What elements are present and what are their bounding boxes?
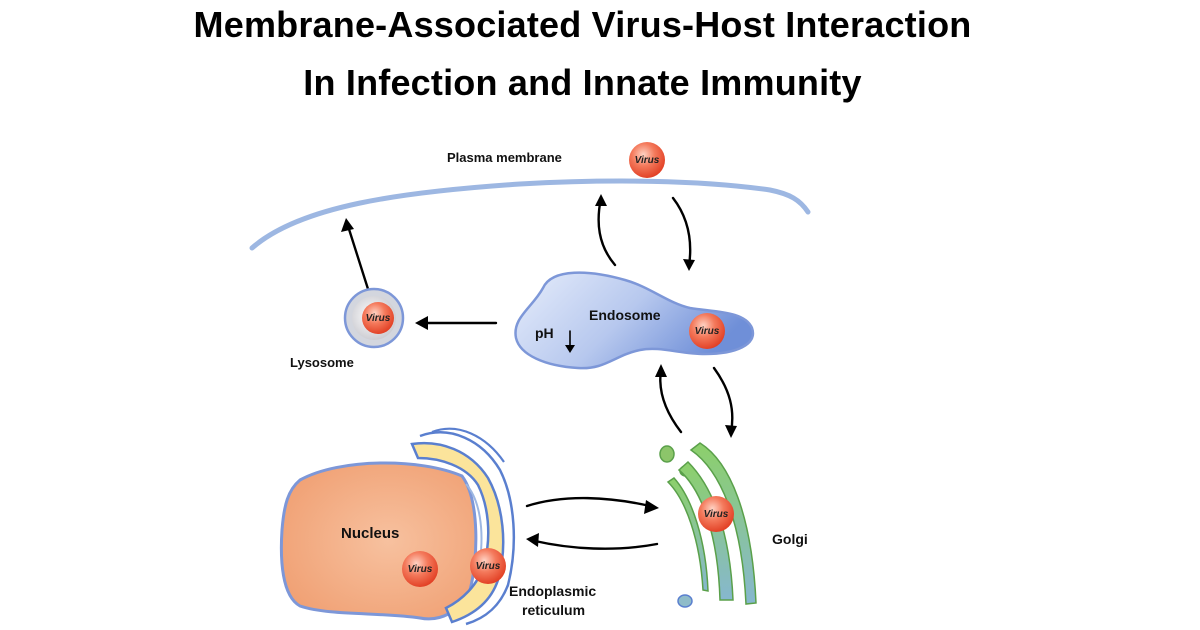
er-label-line-1: Endoplasmic [509, 583, 596, 599]
arrowhead-left [415, 316, 428, 330]
virus-label: Virus [704, 509, 729, 520]
golgi-label: Golgi [772, 531, 808, 547]
plasma-membrane [249, 178, 811, 251]
arrowhead-right [644, 500, 659, 514]
arrow-er-to-golgi [525, 496, 652, 508]
virus-endosome: Virus [689, 313, 725, 349]
arrow-endosome-to-membrane [597, 196, 617, 267]
arrow-membrane-to-endosome [671, 196, 692, 268]
ph-down-arrowhead [565, 345, 575, 353]
lysosome: Virus [343, 287, 405, 349]
ph-label: pH [535, 325, 554, 341]
endosome-label: Endosome [589, 307, 661, 323]
virus-label: Virus [695, 326, 720, 337]
arrow-lysosome-to-membrane [346, 224, 370, 291]
virus-label: Virus [635, 155, 660, 166]
virus-er: Virus [470, 548, 506, 584]
arrowhead-up [655, 364, 667, 377]
title-line-1: Membrane-Associated Virus-Host Interacti… [193, 4, 972, 45]
arrow-endosome-to-golgi [712, 366, 734, 434]
golgi [659, 442, 757, 608]
nucleus-label: Nucleus [341, 525, 399, 542]
arrowhead-up [595, 194, 607, 206]
arrow-golgi-to-er [533, 539, 659, 550]
arrowhead-down [683, 259, 695, 271]
title-line-2: In Infection and Innate Immunity [303, 62, 862, 103]
virus-label: Virus [476, 561, 501, 572]
arrowhead-down [725, 425, 737, 438]
arrow-golgi-to-endosome [659, 368, 683, 434]
arrowhead-left [526, 533, 539, 547]
virus-label: Virus [408, 564, 433, 575]
er-label-line-2: reticulum [522, 602, 585, 618]
plasma-membrane-label: Plasma membrane [447, 150, 562, 165]
arrowhead-up-left [341, 218, 354, 232]
lysosome-label: Lysosome [290, 355, 354, 370]
virus-plasma-membrane: Virus [629, 142, 665, 178]
virus-nucleus: Virus [402, 551, 438, 587]
virus-golgi: Virus [698, 496, 734, 532]
endosome [514, 271, 755, 370]
virus-label: Virus [366, 313, 391, 324]
